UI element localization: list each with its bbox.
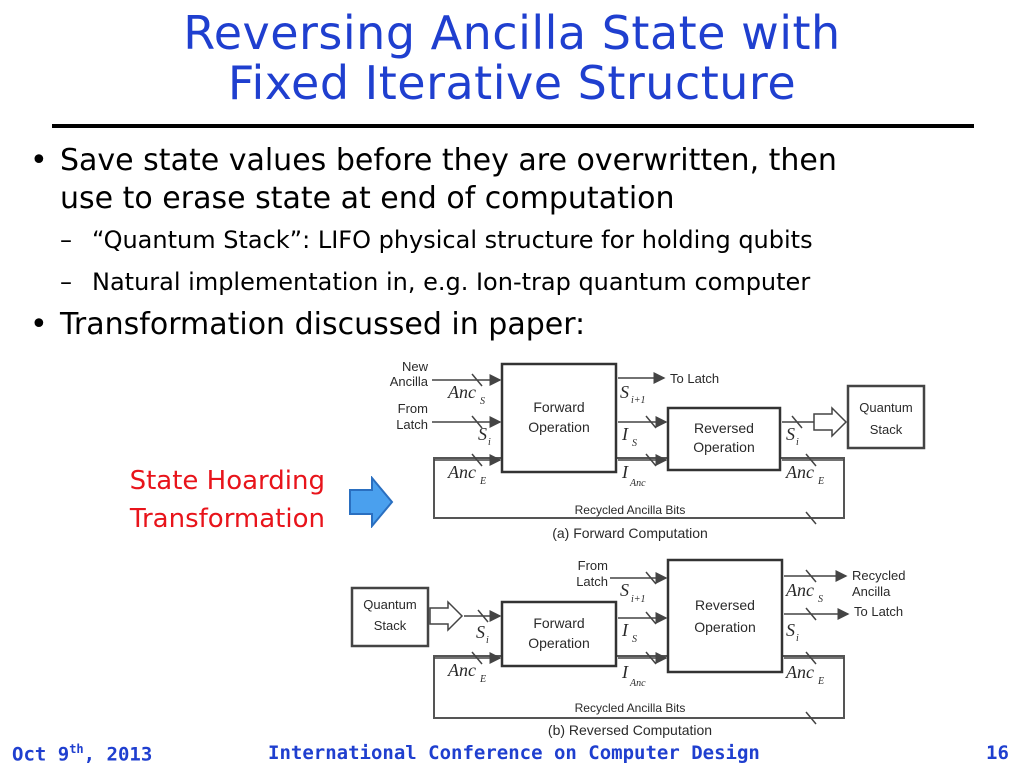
state-hoarding-line-2: Transformation xyxy=(129,504,325,534)
anc-symbol: Anc xyxy=(785,580,814,600)
sub-i1-symbol: i+1 xyxy=(631,395,646,406)
sub-s-symbol: S xyxy=(632,438,637,449)
anc-symbol: Anc xyxy=(447,660,476,680)
reversed-operation-box xyxy=(666,558,784,674)
reversed-operation-box xyxy=(666,406,782,472)
quantum-label: Quantum xyxy=(859,400,912,415)
reversed-label: Reversed xyxy=(695,597,755,613)
sub-e-symbol: E xyxy=(479,476,486,487)
reversed-label: Reversed xyxy=(694,420,754,436)
sub-bullet-dash: – xyxy=(60,268,72,296)
recycled-label: Recycled xyxy=(852,568,905,583)
footer-date-text: Oct 9 xyxy=(12,743,70,766)
forward-computation-caption: (a) Forward Computation xyxy=(552,525,708,541)
to-latch-label: To Latch xyxy=(854,604,903,619)
anc-symbol: Anc xyxy=(447,382,476,402)
latch-label: Latch xyxy=(396,417,428,432)
bullet-dot: • xyxy=(30,143,48,178)
footer-date-sup: th xyxy=(69,742,84,756)
slide-title: Reversing Ancilla State with Fixed Itera… xyxy=(0,8,1024,108)
latch-label: Latch xyxy=(576,574,608,589)
s-symbol: S xyxy=(620,580,629,600)
footer-conference: International Conference on Computer Des… xyxy=(268,742,760,764)
sub-i-symbol: i xyxy=(796,437,799,448)
new-label: New xyxy=(402,359,429,374)
sub-bullet-2-text: Natural implementation in, e.g. Ion-trap… xyxy=(92,268,811,296)
footer-date: Oct 9th, 2013 xyxy=(12,742,152,765)
operation-label: Operation xyxy=(528,419,589,435)
ancilla-label: Ancilla xyxy=(852,584,891,599)
footer-date-year: , 2013 xyxy=(83,743,153,766)
stack-label: Stack xyxy=(870,422,903,437)
stack-label: Stack xyxy=(374,618,407,633)
transformation-arrow-icon xyxy=(349,476,394,528)
bullet-2-text: Transformation discussed in paper: xyxy=(60,307,586,342)
sub-i-symbol: i xyxy=(796,633,799,644)
i-symbol: I xyxy=(621,662,629,682)
forward-operation-box xyxy=(500,600,618,668)
bullet-list: • Save state values before they are over… xyxy=(30,142,1000,344)
anc-symbol: Anc xyxy=(447,462,476,482)
sub-s-symbol: S xyxy=(818,594,823,605)
recycled-ancilla-label: Recycled Ancilla Bits xyxy=(575,701,686,715)
sub-i-symbol: i xyxy=(488,437,491,448)
sub-s-symbol: S xyxy=(632,634,637,645)
from-label: From xyxy=(578,558,608,573)
bullet-1-line-1: Save state values before they are overwr… xyxy=(60,143,837,178)
sub-bullet-2: – Natural implementation in, e.g. Ion-tr… xyxy=(30,266,1000,298)
s-symbol: S xyxy=(786,424,795,444)
s-symbol: S xyxy=(620,382,629,402)
recycled-ancilla-label: Recycled Ancilla Bits xyxy=(575,503,686,517)
title-underline xyxy=(52,124,974,128)
forward-computation-diagram: Forward Operation Reversed Operation Qua… xyxy=(390,359,926,541)
title-line-2: Fixed Iterative Structure xyxy=(227,56,797,110)
s-symbol: S xyxy=(478,424,487,444)
bullet-2: • Transformation discussed in paper: xyxy=(30,306,1000,344)
i-symbol: I xyxy=(621,620,629,640)
from-label: From xyxy=(398,401,428,416)
sub-e-symbol: E xyxy=(817,476,824,487)
quantum-stack-box xyxy=(350,586,430,648)
anc-symbol: Anc xyxy=(785,462,814,482)
circuit-diagram: Forward Operation Reversed Operation Qua… xyxy=(350,359,926,738)
sub-s-symbol: S xyxy=(480,396,485,407)
bullet-1-line-2: use to erase state at end of computation xyxy=(60,181,675,216)
reversed-computation-caption: (b) Reversed Computation xyxy=(548,722,712,738)
bullet-1: • Save state values before they are over… xyxy=(30,142,1000,218)
i-symbol: I xyxy=(621,462,629,482)
footer-page-number: 16 xyxy=(986,742,1009,764)
operation-label: Operation xyxy=(528,635,589,651)
quantum-stack-box xyxy=(846,384,926,450)
anc-symbol: Anc xyxy=(629,678,646,689)
operation-label: Operation xyxy=(694,619,755,635)
sub-bullet-1: – “Quantum Stack”: LIFO physical structu… xyxy=(30,224,1000,256)
s-symbol: S xyxy=(786,620,795,640)
operation-label: Operation xyxy=(693,439,754,455)
anc-symbol: Anc xyxy=(629,478,646,489)
sub-e-symbol: E xyxy=(479,674,486,685)
sub-bullet-dash: – xyxy=(60,226,72,254)
forward-label: Forward xyxy=(533,399,584,415)
sub-i-symbol: i xyxy=(486,635,489,646)
state-hoarding-line-1: State Hoarding xyxy=(129,466,325,496)
forward-operation-box xyxy=(500,362,618,474)
state-hoarding-label: State Hoarding Transformation xyxy=(40,462,325,538)
to-latch-label: To Latch xyxy=(670,371,719,386)
forward-label: Forward xyxy=(533,615,584,631)
sub-bullet-1-text: “Quantum Stack”: LIFO physical structure… xyxy=(92,226,813,254)
ancilla-label: Ancilla xyxy=(390,374,429,389)
reversed-computation-diagram: Quantum Stack Forward Operation Reversed… xyxy=(350,558,905,738)
sub-e-symbol: E xyxy=(817,676,824,687)
quantum-label: Quantum xyxy=(363,597,416,612)
s-symbol: S xyxy=(476,622,485,642)
anc-symbol: Anc xyxy=(785,662,814,682)
title-line-1: Reversing Ancilla State with xyxy=(183,6,841,60)
bullet-dot: • xyxy=(30,307,48,342)
i-symbol: I xyxy=(621,424,629,444)
sub-i1-symbol: i+1 xyxy=(631,594,646,605)
